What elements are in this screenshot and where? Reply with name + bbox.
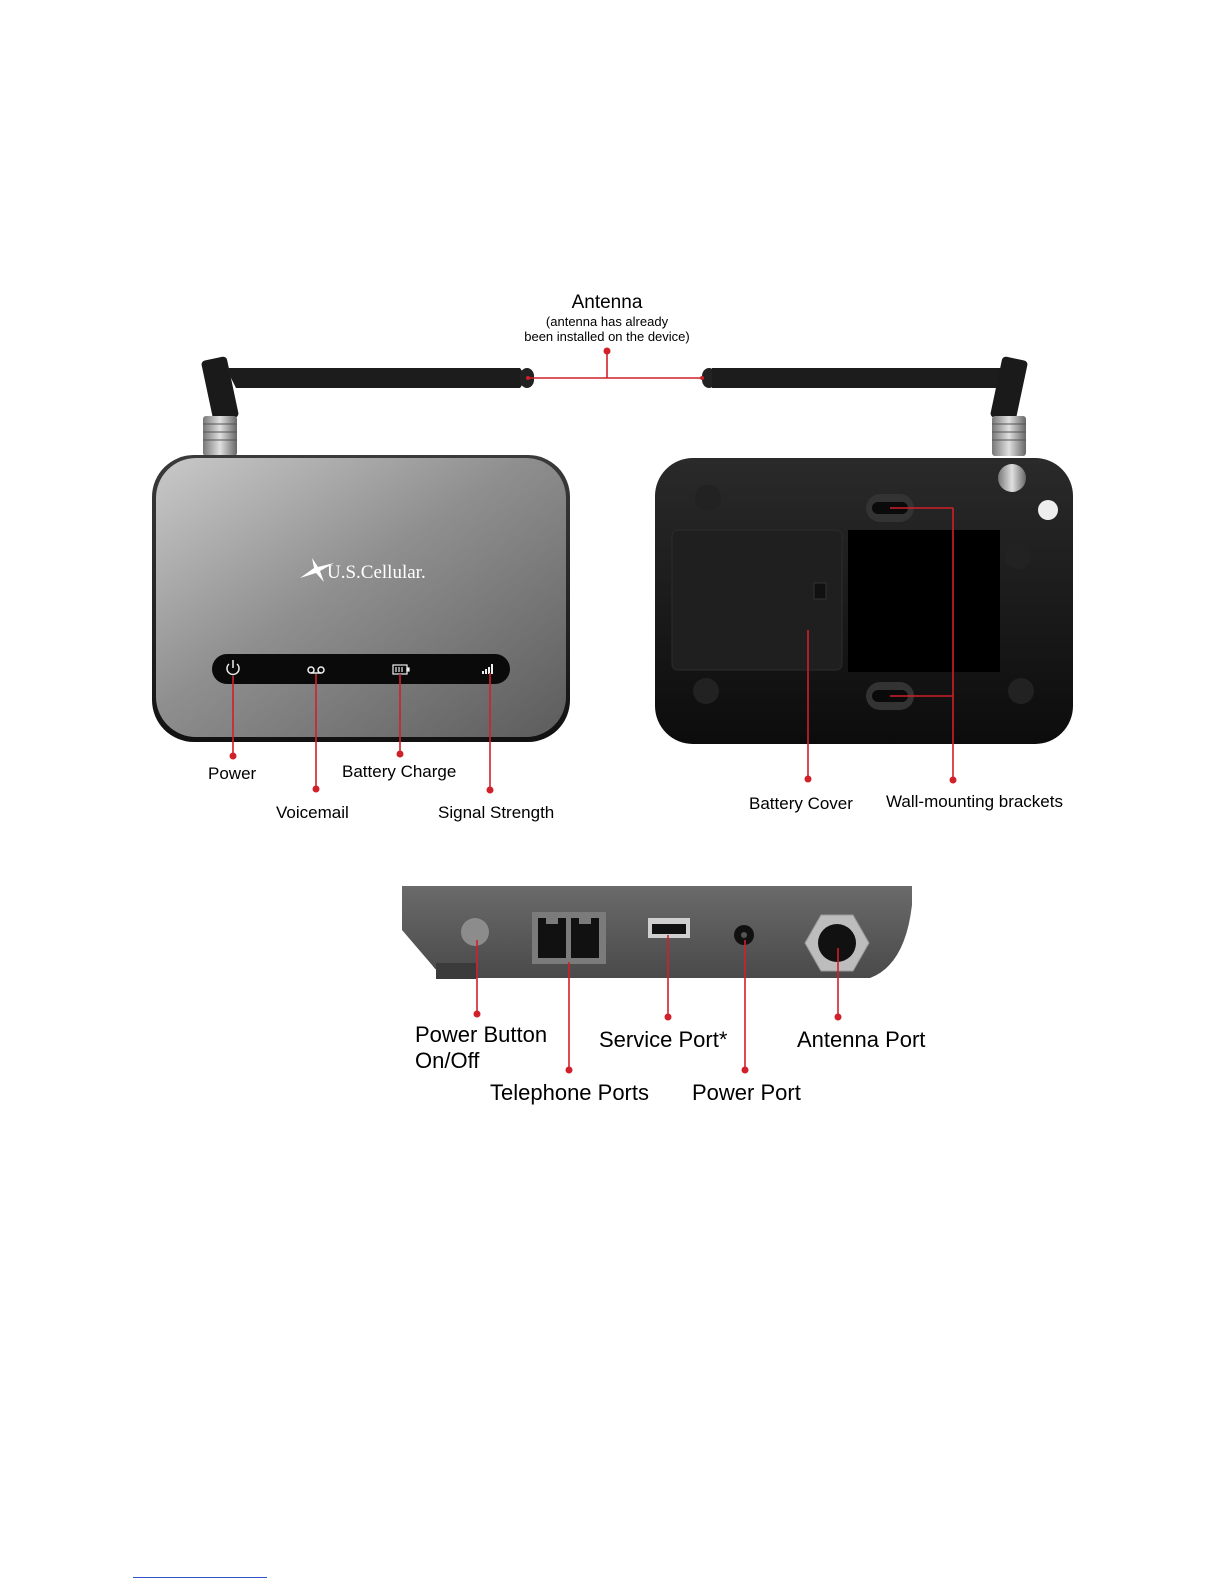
footer-rule — [133, 1577, 267, 1578]
power-port-label: Power Port — [692, 1080, 801, 1106]
antenna-label: Antenna (antenna has already been instal… — [507, 292, 707, 344]
battery-cover-label: Battery Cover — [749, 794, 853, 814]
back-device — [655, 356, 1073, 744]
voicemail-label: Voicemail — [276, 803, 349, 823]
battery-charge-label: Battery Charge — [342, 762, 456, 782]
power-button-line1: Power Button — [415, 1022, 547, 1048]
power-label: Power — [208, 764, 256, 784]
antenna-port-label: Antenna Port — [797, 1027, 925, 1053]
antenna-title: Antenna — [507, 292, 707, 314]
telephone-ports-label: Telephone Ports — [490, 1080, 649, 1106]
side-view — [402, 886, 912, 979]
front-device: U.S.Cellular. — [152, 356, 570, 742]
left-antenna — [201, 356, 534, 456]
power-button-icon — [461, 918, 489, 946]
right-antenna — [702, 356, 1028, 456]
signal-strength-label: Signal Strength — [438, 803, 554, 823]
antenna-note-line1: (antenna has already — [507, 314, 707, 329]
antenna-note-line2: been installed on the device) — [507, 329, 707, 344]
power-button-line2: On/Off — [415, 1048, 547, 1074]
service-port-label: Service Port* — [599, 1027, 727, 1053]
power-button-label: Power Button On/Off — [415, 1022, 547, 1074]
wall-brackets-label: Wall-mounting brackets — [886, 792, 1063, 812]
brand-logo: U.S.Cellular. — [327, 562, 426, 583]
